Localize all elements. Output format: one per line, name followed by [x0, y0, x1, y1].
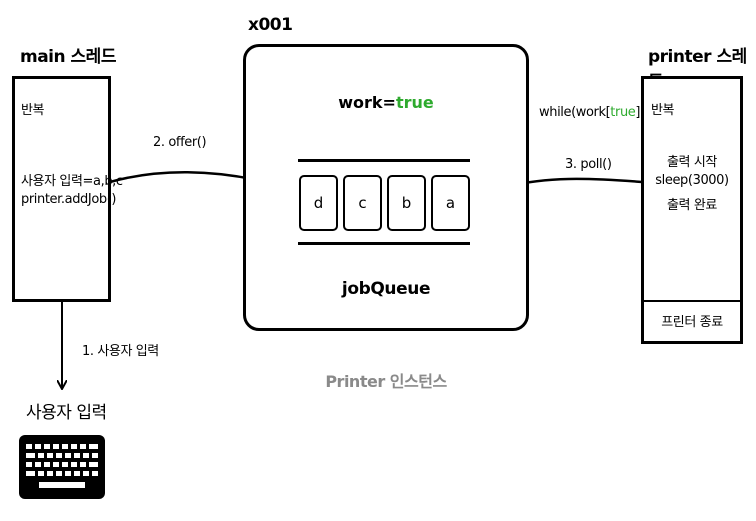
offer-label: 2. offer() [153, 135, 207, 150]
printer-exit-text: 프린터 종료 [661, 315, 723, 330]
job-queue-label: jobQueue [341, 279, 431, 299]
work-flag-value: true [395, 93, 434, 112]
work-flag: work=true [246, 93, 526, 112]
printer-loop-label: 반복 [651, 103, 675, 118]
main-loop-label: 반복 [21, 103, 45, 118]
print-done-text: 출력 완료 [667, 198, 717, 213]
queue-bottom-rule [298, 242, 470, 245]
queue-item: c [343, 175, 382, 231]
print-start-text: 출력 시작 [667, 155, 717, 170]
main-thread-title: main 스레드 [20, 47, 116, 67]
keyboard-icon [19, 435, 105, 499]
printer-thread-box: 반복 출력 시작 sleep(3000) 출력 완료 프린터 종료 [641, 76, 743, 344]
while-prefix: while(work[ [539, 105, 611, 120]
queue-item: d [299, 175, 338, 231]
user-input-step-label: 1. 사용자 입력 [82, 344, 159, 359]
sleep-text: sleep(3000) [655, 173, 729, 188]
main-thread-box: 반복 사용자 입력=a,b,c printer.addJob() [12, 76, 123, 302]
queue-item: a [431, 175, 470, 231]
keyboard-label: 사용자 입력 [26, 403, 107, 423]
while-value: true [610, 105, 636, 120]
while-condition: while(work[true]) [539, 105, 645, 120]
main-input-text: 사용자 입력=a,b,c [21, 174, 123, 189]
printer-instance-box: work=true d c b a jobQueue [243, 44, 529, 331]
work-flag-label: work= [338, 93, 396, 112]
while-suffix: ]) [635, 105, 645, 120]
instance-id: x001 [248, 15, 293, 35]
instance-caption: Printer 인스턴스 [325, 372, 447, 391]
printer-divider [644, 300, 740, 302]
main-addjob-text: printer.addJob() [21, 192, 117, 207]
queue-item: b [387, 175, 426, 231]
poll-label: 3. poll() [565, 157, 612, 172]
queue-top-rule [298, 159, 470, 162]
